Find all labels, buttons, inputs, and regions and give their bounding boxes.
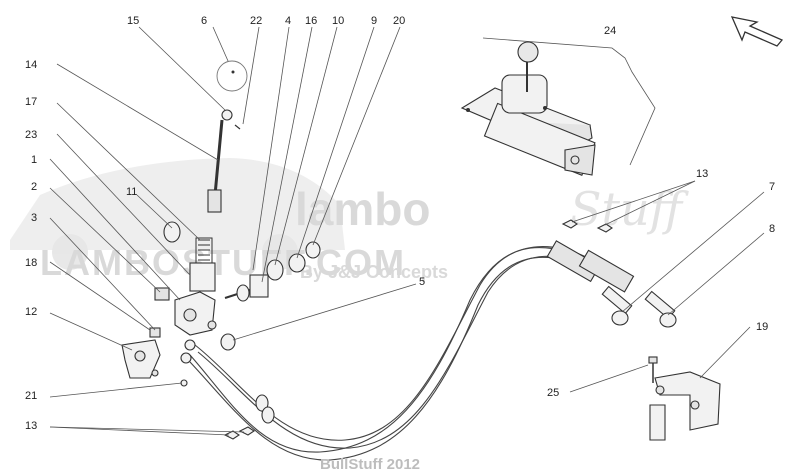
callout-12: 12: [25, 306, 37, 318]
callout-16: 16: [305, 15, 317, 27]
callout-21: 21: [25, 390, 37, 402]
clip-13-right-b: [596, 223, 613, 233]
callout-10: 10: [332, 15, 344, 27]
callout-11: 11: [126, 186, 137, 198]
callout-4: 4: [285, 15, 291, 27]
callout-labels: 15 6 22 4 16 10 9 20 24 14 17 23 1 11 2 …: [25, 15, 775, 432]
callout-1: 1: [31, 154, 37, 166]
callout-8: 8: [769, 223, 775, 235]
callout-14: 14: [25, 59, 37, 71]
shift-cables: [180, 240, 677, 461]
callout-13-right: 13: [696, 168, 708, 180]
callout-2: 2: [31, 181, 37, 193]
gear-lever-assembly: [460, 37, 656, 176]
direction-arrow-icon: [730, 16, 784, 47]
callout-15: 15: [127, 15, 139, 27]
footer-credit: BullStuff 2012: [320, 456, 420, 473]
leader-lines: [49, 26, 765, 436]
callout-22: 22: [250, 15, 262, 27]
callout-18: 18: [25, 257, 37, 269]
callout-17: 17: [25, 96, 37, 108]
watermark-logo-script: Stuff: [570, 182, 690, 236]
bracket-19: [649, 371, 721, 441]
watermark-tagline: By J&J Concepts: [300, 262, 448, 282]
clip-13-bottom-b: [238, 426, 255, 436]
callout-19: 19: [756, 321, 768, 333]
clip-13-right-a: [561, 219, 578, 229]
callout-6: 6: [201, 15, 207, 27]
callout-9: 9: [371, 15, 377, 27]
watermark-url: LAMBOSTUFF.COM: [40, 242, 406, 283]
callout-3: 3: [31, 212, 37, 224]
callout-24: 24: [604, 25, 616, 37]
selector-assembly: [149, 109, 321, 351]
callout-13-bottom: 13: [25, 420, 37, 432]
balloon-6: [216, 60, 248, 92]
watermark-logo-main: lambo: [295, 183, 430, 235]
bracket-12: [121, 339, 161, 379]
callout-23: 23: [25, 129, 37, 141]
callout-5: 5: [419, 276, 425, 288]
callout-7: 7: [769, 181, 775, 193]
callout-20: 20: [393, 15, 405, 27]
clip-13-bottom-a: [223, 430, 240, 440]
bolt-25: [648, 356, 658, 383]
callout-25: 25: [547, 387, 559, 399]
